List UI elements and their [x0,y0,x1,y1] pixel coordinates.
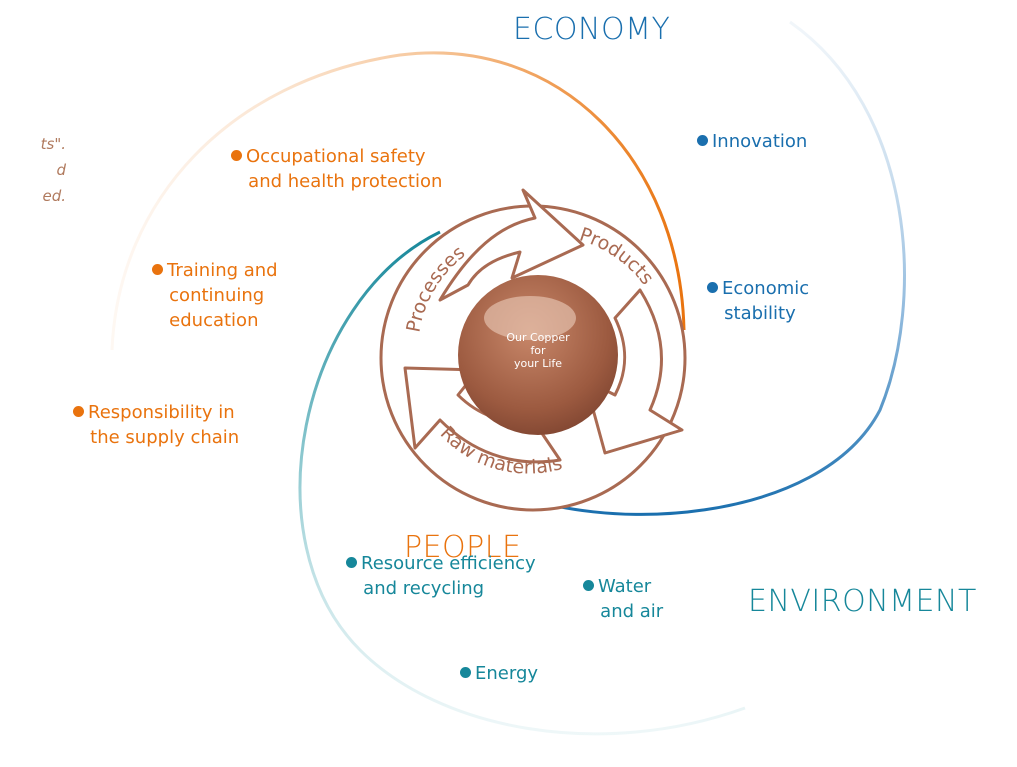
bullet-dot [707,282,718,293]
people-arc [110,51,686,351]
environment-arc [298,230,746,736]
people-item-safety: Occupational safety and health protectio… [231,144,442,194]
economy-arc [499,20,906,516]
environment-item-water: Water and air [583,574,663,624]
bullet-dot [231,150,242,161]
core-title: Our Copper for your Life [506,331,570,370]
economy-item-innovation: Innovation [697,129,807,154]
bullet-dot [697,135,708,146]
products-arrow [583,288,684,455]
bullet-dot [152,264,163,275]
bullet-dot [460,667,471,678]
people-heading: PEOPLE [404,530,522,565]
people-item-supply-chain: Responsibility in the supply chain [73,400,239,450]
environment-item-energy: Energy [460,661,538,686]
core-highlight [484,296,576,340]
people-item-training: Training and continuing education [152,258,278,333]
bullet-dot [346,557,357,568]
processes-arrow [438,188,585,302]
economy-item-stability: Economic stability [707,276,809,326]
environment-item-resource: Resource efficiency and recycling [346,551,536,601]
bullet-dot [73,406,84,417]
bullet-dot [583,580,594,591]
truncated-quote-text: ts". d ed. [40,135,66,205]
economy-heading: ECONOMY [513,12,671,47]
environment-heading: ENVIRONMENT [748,584,977,619]
